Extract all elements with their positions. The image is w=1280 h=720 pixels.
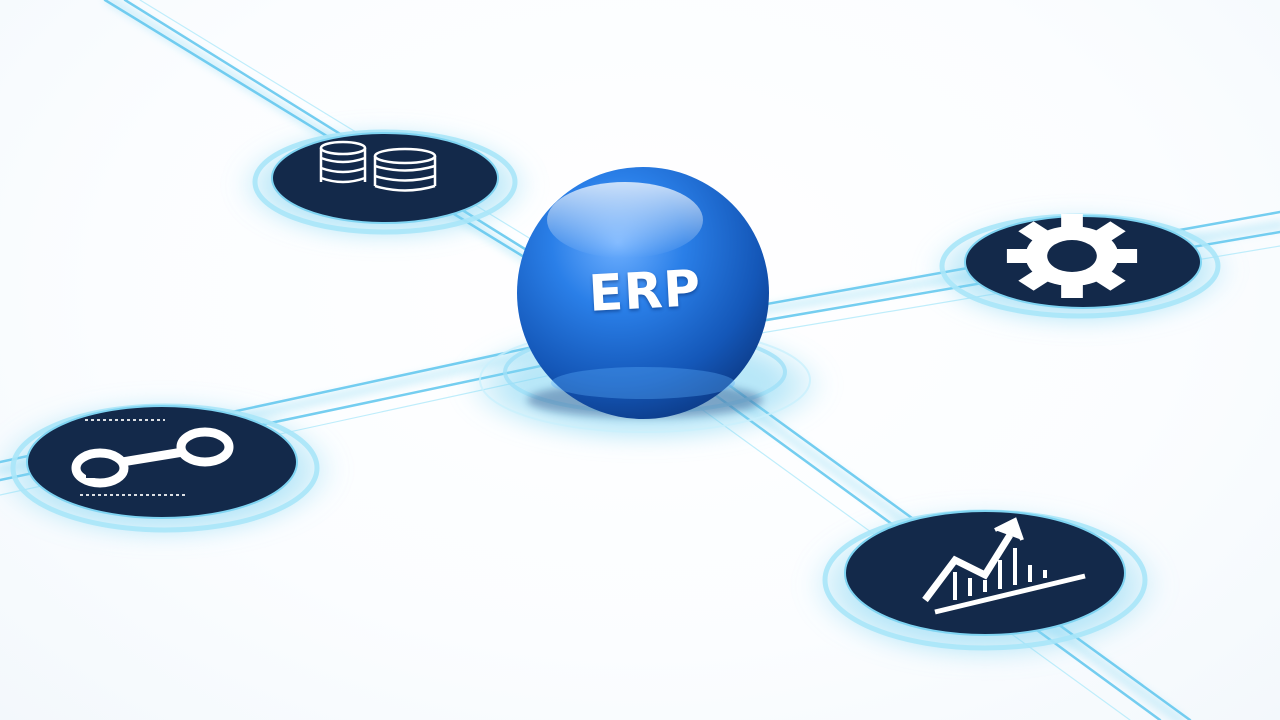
- node-finance: [235, 127, 535, 243]
- node-analytics: [805, 507, 1165, 663]
- erp-label: ERP: [587, 259, 703, 323]
- growth-chart-icon: [922, 517, 1086, 615]
- erp-sphere: [517, 167, 769, 419]
- decorative-dashes: [80, 419, 185, 496]
- coin-stacks-icon: [319, 140, 437, 192]
- node-settings: [925, 212, 1235, 328]
- gear-icon: [1006, 214, 1138, 298]
- node-integration: [0, 398, 340, 542]
- link-icon: [71, 427, 234, 488]
